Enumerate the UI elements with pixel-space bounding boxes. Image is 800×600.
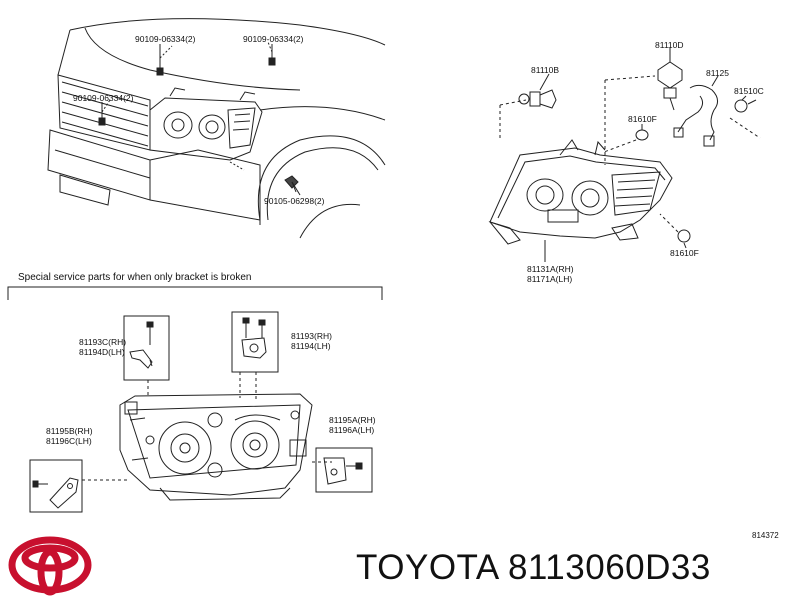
bracket-81195b-icon bbox=[33, 478, 78, 508]
label-81110b: 81110B bbox=[531, 65, 560, 75]
label-81196a: 81196A(LH) bbox=[329, 425, 375, 435]
bracket-81193-icon bbox=[242, 318, 266, 358]
brand-part-number: TOYOTA 8113060D33 bbox=[356, 548, 711, 587]
bulb-81110d-icon bbox=[605, 48, 682, 165]
label-81195b: 81195B(RH) bbox=[46, 426, 93, 436]
headlamp-assembly bbox=[490, 140, 672, 262]
headlamp-rear-view bbox=[120, 394, 312, 500]
label-81610f-top: 81610F bbox=[628, 114, 657, 124]
label-81193: 81193(RH) bbox=[291, 331, 332, 341]
bulb-81110b-icon bbox=[500, 74, 556, 140]
toyota-logo bbox=[12, 540, 88, 592]
bracket-81195b-box bbox=[30, 460, 82, 512]
label-81194: 81194(LH) bbox=[291, 341, 331, 351]
label-bolt-left: 90109-06334(2) bbox=[73, 93, 134, 103]
socket-81125-icon bbox=[674, 76, 718, 146]
bracket-81193-box bbox=[232, 312, 278, 372]
label-bolt-top-left: 90109-06334(2) bbox=[135, 34, 196, 44]
section-title: Special service parts for when only brac… bbox=[18, 272, 252, 283]
label-bolt-top-right: 90109-06334(2) bbox=[243, 34, 304, 44]
clip-icon bbox=[285, 176, 298, 192]
label-81195a: 81195A(RH) bbox=[329, 415, 376, 425]
label-81110d: 81110D bbox=[655, 40, 684, 50]
label-81196c: 81196C(LH) bbox=[46, 436, 92, 446]
socket-81510c-icon bbox=[730, 96, 760, 138]
cap-81610f-icon bbox=[660, 214, 690, 248]
label-81193c: 81193C(RH) bbox=[79, 337, 127, 347]
bolt-icon bbox=[99, 100, 110, 125]
bracket-81193c-icon bbox=[130, 322, 153, 368]
diagram-ref-code: 814372 bbox=[752, 531, 779, 540]
label-clip: 90105-06298(2) bbox=[264, 196, 325, 206]
label-81194d: 81194D(LH) bbox=[79, 347, 125, 357]
bolt-icon bbox=[268, 42, 275, 65]
bolt-icon bbox=[157, 46, 172, 75]
label-lamp-rh: 81131A(RH) bbox=[527, 264, 574, 274]
bracket-81193c-box bbox=[124, 316, 169, 380]
label-81125: 81125 bbox=[706, 68, 730, 78]
cap-81610f-icon bbox=[604, 124, 648, 152]
label-81610f-bottom: 81610F bbox=[670, 248, 699, 258]
vehicle-front-illustration bbox=[48, 19, 385, 238]
bracket-81195a-box bbox=[316, 448, 372, 492]
section-bracket bbox=[8, 287, 382, 300]
label-lamp-lh: 81171A(LH) bbox=[527, 274, 573, 284]
bracket-81195a-icon bbox=[324, 458, 362, 484]
label-81510c: 81510C bbox=[734, 86, 764, 96]
